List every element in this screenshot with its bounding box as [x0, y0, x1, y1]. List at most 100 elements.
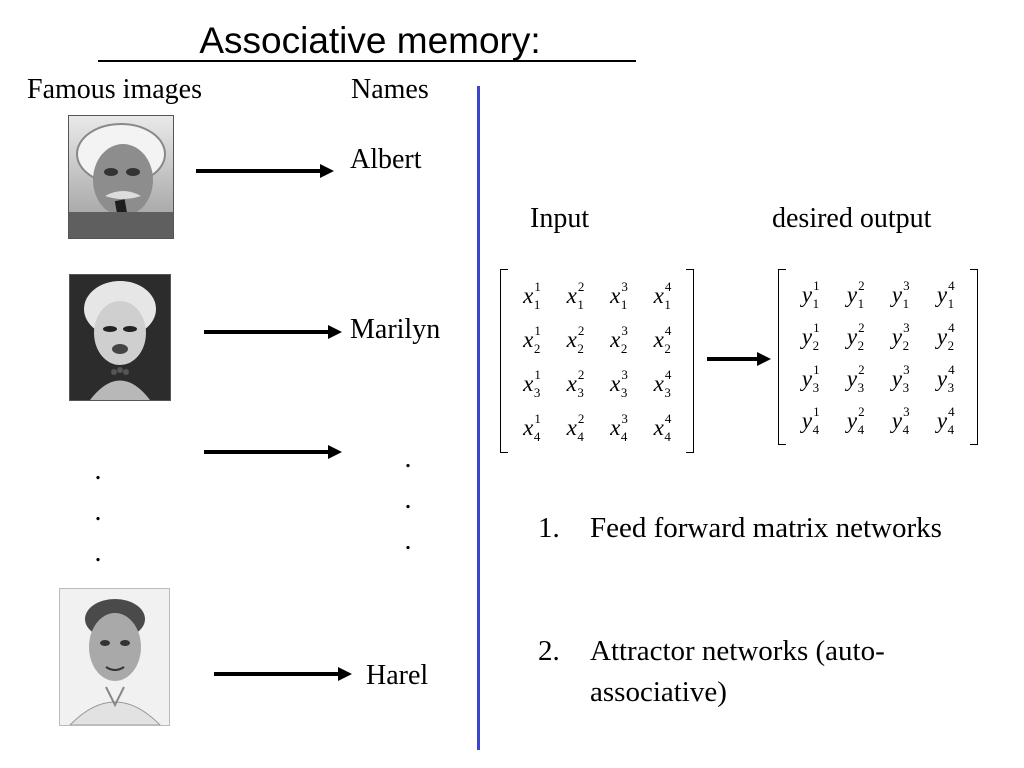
input-matrix-cell: x42 — [653, 324, 672, 355]
matrix-subscript: 2 — [902, 337, 910, 353]
matrix-variable: x — [523, 326, 534, 352]
matrix-superscript: 4 — [664, 278, 672, 294]
matrix-superscript: 4 — [664, 410, 672, 426]
name-dots: . . . — [398, 438, 418, 561]
matrix-variable: y — [891, 407, 903, 433]
input-matrix-cell: x41 — [653, 280, 672, 311]
matrix-superscript: 2 — [577, 322, 585, 338]
matrix-superscript: 3 — [903, 319, 910, 335]
matrix-subscript: 3 — [533, 384, 541, 400]
matrix-subscript: 3 — [577, 384, 584, 400]
matrix-variable: y — [801, 281, 813, 307]
famous-images-header: Famous images — [27, 74, 202, 105]
name-marilyn: Marilyn — [350, 314, 441, 345]
matrix-variable: x — [566, 326, 577, 352]
matrix-subscript: 1 — [902, 295, 910, 311]
matrix-superscript: 3 — [903, 361, 910, 377]
matrix-subscript: 4 — [664, 428, 671, 444]
input-matrix-cell: x2 4 — [566, 412, 585, 443]
matrix-subscript: 4 — [577, 428, 584, 444]
matrix-variable: x — [566, 414, 577, 440]
input-matrix-cell: x32 — [610, 324, 628, 355]
output-matrix-cell: y21 — [846, 279, 865, 310]
arrow-right-icon — [196, 162, 336, 180]
matrix-variable: x — [653, 326, 664, 352]
matrix-variable: x — [523, 370, 534, 396]
input-matrix-cell: x23 — [567, 368, 585, 399]
matrix-variable: x — [610, 370, 621, 396]
image-dots: . . . — [88, 450, 108, 573]
title-underline — [98, 60, 636, 62]
input-matrix-cell: x4 4 — [653, 412, 672, 443]
matrix-variable: y — [801, 365, 813, 391]
matrix-subscript: 2 — [577, 340, 584, 356]
input-matrix-cell: x33 — [610, 368, 628, 399]
slide-title: Associative memory: — [199, 20, 541, 61]
matrix-variable: y — [846, 365, 858, 391]
matrix-subscript: 4 — [902, 421, 910, 437]
list-text: Feed forward matrix networks — [590, 512, 942, 544]
matrix-superscript: 2 — [858, 403, 865, 419]
matrix-superscript: 2 — [577, 410, 585, 426]
dot: . — [404, 443, 412, 474]
matrix-subscript: 3 — [947, 379, 955, 395]
input-label: Input — [530, 203, 590, 234]
input-matrix-cell: x31 — [610, 280, 628, 311]
matrix-subscript: 3 — [664, 384, 671, 400]
matrix-variable: y — [936, 407, 948, 433]
arrow-right-icon — [204, 323, 344, 341]
list-number: 1. — [538, 512, 560, 544]
matrix-superscript: 1 — [813, 319, 820, 335]
list-number: 2. — [538, 635, 560, 667]
output-label: desired output — [772, 203, 932, 234]
matrix-variable: x — [653, 282, 664, 308]
matrix-variable: y — [846, 407, 858, 433]
matrix-superscript: 4 — [948, 277, 955, 293]
matrix-subscript: 4 — [812, 421, 820, 437]
input-matrix-cell: x12 — [523, 324, 541, 355]
matrix-variable: x — [653, 414, 664, 440]
matrix-subscript: 1 — [577, 296, 584, 312]
matrix-variable: y — [936, 323, 948, 349]
matrix-subscript: 4 — [533, 428, 541, 444]
matrix-superscript: 3 — [621, 322, 628, 338]
matrix-variable: x — [610, 282, 621, 308]
matrix-subscript: 2 — [812, 337, 820, 353]
matrix-variable: y — [891, 281, 903, 307]
portrait-marilyn — [69, 274, 171, 401]
output-matrix-cell: y32 — [892, 321, 910, 352]
dot: . — [94, 455, 102, 486]
name-albert: Albert — [350, 144, 422, 175]
list-text: Attractor networks (auto-associative) — [590, 635, 885, 708]
matrix-bracket-left — [500, 269, 508, 453]
matrix-variable: y — [846, 281, 858, 307]
portrait-harel — [59, 588, 170, 726]
matrix-subscript: 3 — [902, 379, 910, 395]
output-matrix-cell: y3 3 — [891, 363, 910, 394]
matrix-subscript: 4 — [620, 428, 628, 444]
matrix-variable: y — [936, 365, 948, 391]
matrix-subscript: 1 — [947, 295, 955, 311]
matrix-variable: x — [523, 282, 534, 308]
matrix-variable: x — [653, 370, 664, 396]
matrix-superscript: 3 — [621, 278, 628, 294]
matrix-superscript: 1 — [813, 277, 820, 293]
arrow-right-icon — [204, 443, 344, 461]
matrix-superscript: 1 — [534, 366, 541, 382]
output-matrix-cell: y24 — [846, 405, 865, 436]
matrix-subscript: 3 — [620, 384, 628, 400]
portrait-albert — [68, 115, 174, 239]
matrix-subscript: 2 — [664, 340, 671, 356]
matrix-bracket-left — [778, 269, 786, 445]
matrix-variable: y — [801, 323, 813, 349]
matrix-subscript: 2 — [947, 337, 955, 353]
output-matrix-cell: y43 — [936, 363, 955, 394]
output-matrix-cell: y1 2 — [801, 321, 820, 352]
matrix-superscript: 1 — [813, 403, 820, 419]
matrix-variable: y — [891, 365, 903, 391]
matrix-subscript: 4 — [947, 421, 955, 437]
matrix-superscript: 4 — [664, 366, 672, 382]
